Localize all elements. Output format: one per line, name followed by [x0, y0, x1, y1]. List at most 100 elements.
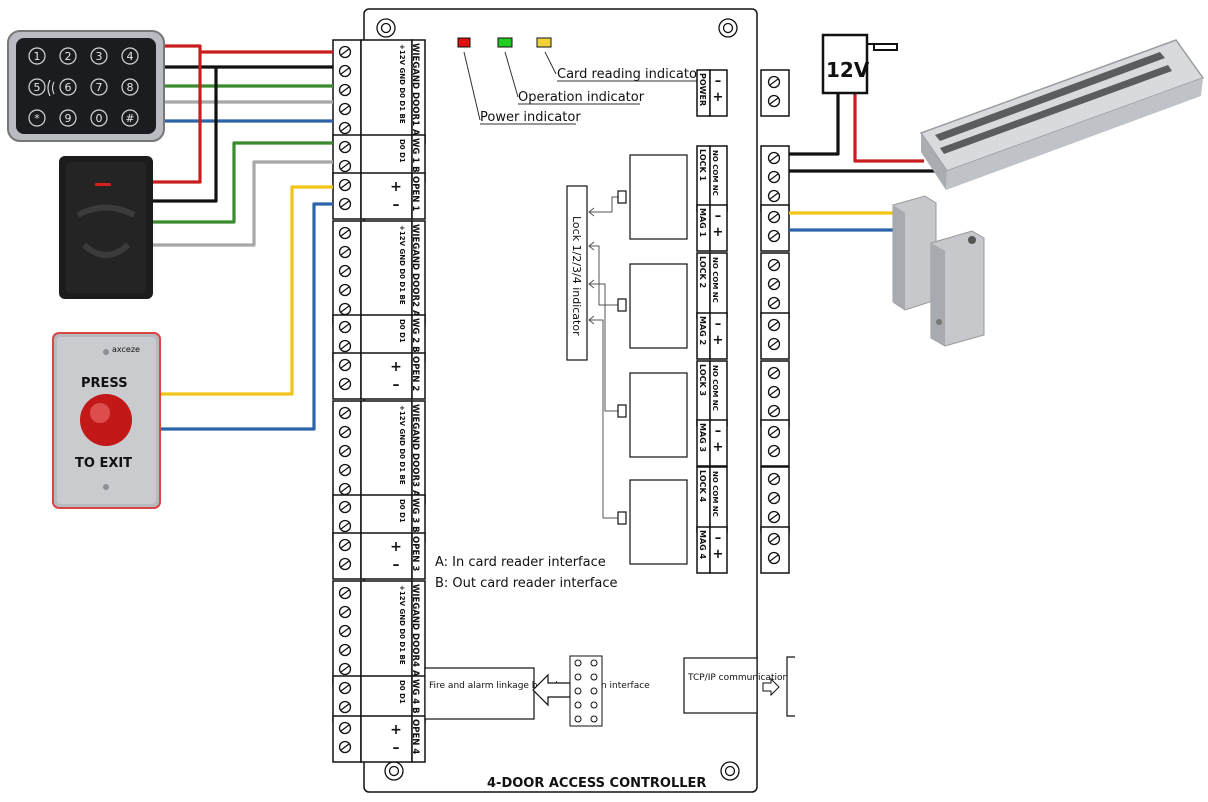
screw-terminal-icon — [338, 358, 352, 372]
lock-led-icon — [617, 190, 627, 525]
screw-terminal-icon — [338, 140, 352, 154]
screw-terminal-icon — [338, 425, 352, 439]
contactless-icon — [76, 204, 136, 258]
plus-terminal-label: + — [713, 225, 724, 240]
terminal-pin-labels: D0 D1 — [398, 319, 406, 343]
screw-terminal-icon — [338, 519, 352, 533]
terminal-pin-labels: D0 D1 — [398, 139, 406, 163]
minus-terminal-label: – — [393, 557, 400, 573]
screw-terminal-icon — [338, 500, 352, 514]
terminal-block: OPEN 3 + – — [332, 532, 426, 580]
card-reading-led-icon — [536, 37, 552, 48]
screw-terminal-icon — [767, 385, 781, 399]
terminal-block-label: OPEN 3 — [410, 536, 420, 571]
wire — [789, 93, 840, 156]
maglock-icon — [919, 39, 1205, 190]
terminal-block-label: WIEGAND DOOR1 A — [410, 43, 420, 136]
screw-terminal-icon — [767, 366, 781, 380]
terminal-block-label: OPEN 4 — [410, 719, 420, 754]
plus-terminal-label: + — [390, 539, 402, 555]
plus-terminal-label: + — [713, 333, 724, 348]
screw-terminal-icon — [767, 258, 781, 272]
card-reading-label: Card reading indicator — [557, 67, 703, 82]
power-led-icon — [457, 37, 471, 48]
keypad-key: # — [121, 109, 139, 127]
keypad-key: 4 — [121, 47, 139, 65]
screw-terminal-icon — [338, 605, 352, 619]
terminal-block-label: POWER — [698, 73, 707, 106]
terminal-pin-labels: +12V GND D0 D1 BE — [398, 405, 406, 485]
tcpip-label: TCP/IP communication — [687, 673, 788, 683]
tcpip-box — [683, 657, 758, 714]
terminal-block: OPEN 2+– — [332, 352, 426, 400]
mounting-hole-icon — [376, 18, 740, 781]
terminal-block-label: MAG 3 — [698, 423, 707, 452]
svg-text:1: 1 — [34, 50, 41, 63]
terminal-block: POWER+– — [696, 69, 790, 117]
power-indicator-label: Power indicator — [480, 110, 581, 125]
screw-terminal-icon — [767, 337, 781, 351]
screw-terminal-icon — [338, 121, 352, 135]
svg-text:8: 8 — [127, 81, 134, 94]
terminal-block-label: LOCK 2 — [698, 256, 707, 288]
left-arrow-icon — [532, 673, 571, 707]
screw-terminal-icon — [338, 482, 352, 496]
terminal-block-label: MAG 4 — [698, 530, 707, 560]
keypad-key: 0 — [90, 109, 108, 127]
terminal-block-label: OPEN 2 — [410, 356, 420, 391]
terminal-block: OPEN 4+– — [332, 715, 426, 763]
screw-terminal-icon — [338, 740, 352, 754]
wire — [153, 52, 202, 184]
svg-text:*: * — [34, 112, 40, 125]
contactless-icon — [47, 79, 55, 97]
screw-terminal-icon — [767, 444, 781, 458]
terminal-block-label: LOCK 1 — [698, 149, 707, 181]
screw-terminal-icon — [767, 425, 781, 439]
screw-terminal-icon — [338, 681, 352, 695]
screw-terminal-icon — [338, 377, 352, 391]
screw-terminal-icon — [338, 64, 352, 78]
plus-terminal-label: + — [713, 90, 724, 105]
screw-terminal-icon — [767, 551, 781, 565]
screw-terminal-icon — [338, 178, 352, 192]
screw-terminal-icon — [338, 721, 352, 735]
svg-text:#: # — [125, 112, 134, 125]
screw-terminal-icon — [338, 302, 352, 316]
plus-terminal-label: + — [390, 359, 402, 375]
terminal-block: MAG 1+– — [696, 204, 790, 252]
screw-terminal-icon — [338, 339, 352, 353]
screw-terminal-icon — [338, 586, 352, 600]
screw-terminal-icon — [338, 245, 352, 259]
terminal-block-label: MAG 1 — [698, 208, 707, 238]
wire — [164, 44, 333, 54]
minus-terminal-label: – — [715, 531, 722, 546]
screw-terminal-icon — [338, 444, 352, 458]
screw-terminal-icon — [767, 229, 781, 243]
header-pin-icon — [574, 659, 598, 723]
screw-terminal-icon — [767, 472, 781, 486]
screw-terminal-icon — [767, 491, 781, 505]
exit-press-label: PRESS — [81, 376, 128, 391]
screw-terminal-icon — [338, 624, 352, 638]
note-a: A: In card reader interface — [435, 555, 606, 570]
screw-terminal-icon — [338, 197, 352, 211]
screw-terminal-icon — [767, 189, 781, 203]
terminal-pin-labels: +12V GND D0 D1 BE — [398, 585, 406, 665]
screw-terminal-icon — [338, 226, 352, 240]
screw-terminal-icon — [338, 320, 352, 334]
svg-text:9: 9 — [65, 112, 72, 125]
keypad-key: 3 — [90, 47, 108, 65]
terminal-block-label: LOCK 3 — [698, 364, 707, 396]
psu-label: 12V — [826, 58, 870, 82]
screw-terminal-icon — [767, 532, 781, 546]
terminal-block: OPEN 1+– — [332, 172, 426, 220]
terminal-block-label: OPEN 1 — [410, 176, 420, 211]
keypad-key: * — [28, 109, 46, 127]
reader-led-icon — [95, 183, 111, 186]
terminal-block: WIEGAND DOOR3 A+12V GND D0 D1 BE — [332, 400, 426, 505]
minus-terminal-label: – — [715, 317, 722, 332]
screw-terminal-icon — [338, 264, 352, 278]
terminal-block-label: WIEGAND DOOR2 A — [410, 224, 420, 317]
minus-terminal-label: – — [715, 424, 722, 439]
